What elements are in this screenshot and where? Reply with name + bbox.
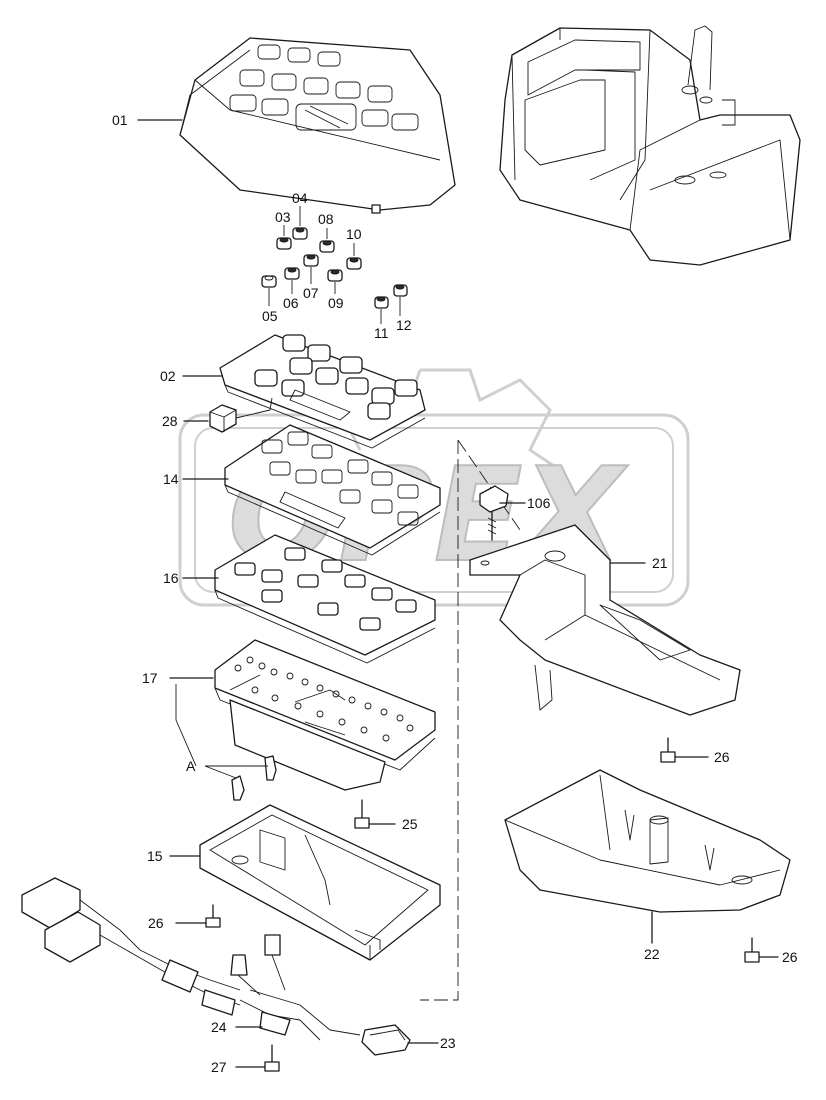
label-06: 06: [283, 295, 299, 311]
label-21: 21: [652, 555, 668, 571]
label-01: 01: [112, 112, 128, 128]
block-28: [209, 404, 237, 433]
label-26-left: 26: [148, 915, 164, 931]
label-28: 28: [162, 413, 178, 429]
screw-27: [264, 1044, 280, 1072]
cap-12: [393, 284, 408, 297]
cap-03: [276, 237, 292, 250]
label-23: 23: [440, 1035, 456, 1051]
label-02: 02: [160, 368, 176, 384]
cover-01: [179, 37, 456, 214]
key-frame-02: [219, 334, 426, 449]
cap-09: [327, 269, 343, 282]
screw-26-bottom: [744, 937, 760, 963]
cap-08: [319, 240, 335, 253]
cap-11: [374, 296, 389, 309]
label-15: 15: [147, 848, 163, 864]
lower-cover-22: [504, 769, 791, 913]
label-10: 10: [346, 226, 362, 242]
bracket-21: [469, 524, 741, 716]
label-09: 09: [328, 295, 344, 311]
switch-caps: [261, 227, 408, 309]
wire-harness: [21, 877, 361, 1041]
membrane-switch-16: [214, 534, 436, 664]
case-15: [199, 804, 441, 961]
machine-overview: [499, 25, 801, 266]
label-11: 11: [374, 325, 389, 341]
label-22: 22: [644, 946, 660, 962]
screw-26-left: [205, 904, 221, 928]
label-A: A: [186, 758, 196, 774]
label-08: 08: [318, 211, 334, 227]
label-26-mid: 26: [714, 749, 730, 765]
screw-26-mid: [660, 737, 676, 763]
circuit-board-17: [214, 639, 436, 791]
bolt-106: [479, 485, 509, 541]
label-26-bottom: 26: [782, 949, 798, 965]
label-25: 25: [402, 816, 418, 832]
label-14: 14: [163, 471, 179, 487]
label-04: 04: [292, 190, 308, 206]
label-05: 05: [262, 308, 278, 324]
cap-05: [261, 275, 277, 288]
cap-04: [292, 227, 308, 240]
label-07: 07: [303, 285, 319, 301]
bulb-a: [231, 755, 277, 801]
cap-23: [361, 1024, 411, 1056]
label-24: 24: [211, 1019, 227, 1035]
label-03: 03: [275, 209, 291, 225]
cap-07: [303, 254, 319, 267]
label-17: 17: [142, 670, 158, 686]
panel-overlay-14: [224, 424, 441, 556]
screw-25: [354, 799, 370, 829]
label-106: 106: [527, 495, 551, 511]
label-27: 27: [211, 1059, 227, 1075]
cap-06: [284, 267, 300, 280]
label-16: 16: [163, 570, 179, 586]
cap-10: [346, 257, 362, 270]
label-12: 12: [396, 317, 412, 333]
